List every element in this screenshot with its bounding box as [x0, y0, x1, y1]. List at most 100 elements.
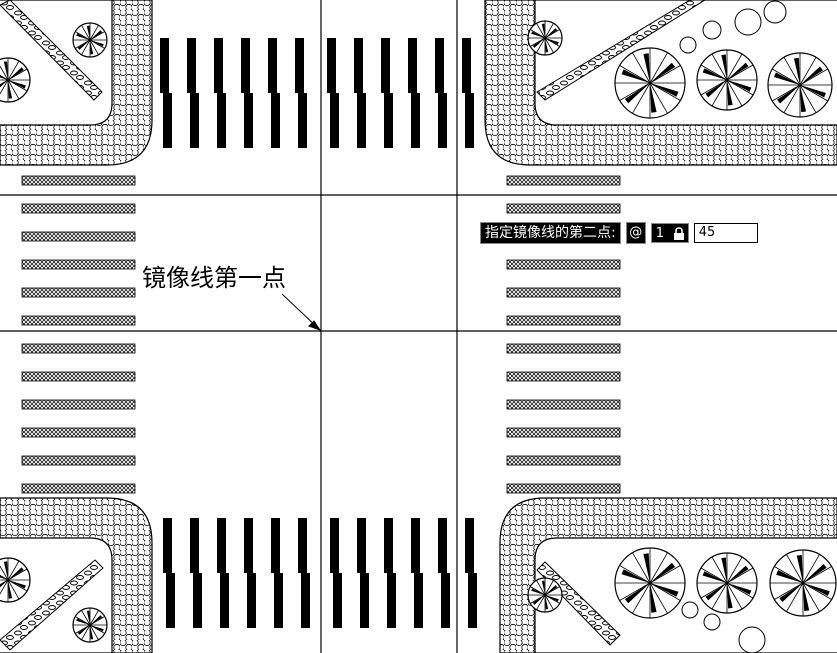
tree-icon [527, 577, 563, 613]
tree-symbols [0, 20, 837, 643]
hatched-stripe [506, 287, 621, 298]
hatched-stripe [21, 287, 136, 298]
hatched-stripe [506, 371, 621, 382]
hatched-stripe [21, 427, 136, 438]
length-input[interactable]: 1 [650, 223, 689, 243]
zebra-bar [330, 518, 339, 573]
zebra-bar [408, 38, 417, 93]
zebra-bar [438, 518, 447, 573]
zebra-bar [465, 518, 474, 573]
zebra-bar [271, 518, 280, 573]
tree-icon [72, 22, 108, 58]
zebra-bar [190, 518, 199, 573]
pebble-path-top-right [536, 0, 706, 101]
zebra-bar [411, 518, 420, 573]
zebra-bar [220, 573, 229, 628]
zebra-bar [217, 93, 226, 148]
zebra-bar [357, 518, 366, 573]
hatched-stripe [21, 455, 136, 466]
hatched-stripe [506, 427, 621, 438]
zebra-bar [411, 93, 420, 148]
zebra-bar [190, 93, 199, 148]
zebra-bar [298, 518, 307, 573]
zebra-bar [214, 38, 223, 93]
tree-icon [614, 547, 686, 619]
hatched-stripe [506, 343, 621, 354]
hatched-stripe [506, 203, 621, 214]
zebra-bar [357, 93, 366, 148]
tree-icon [696, 552, 758, 614]
zebra-bar [441, 573, 450, 628]
zebra-bar [414, 573, 423, 628]
sidewalk-bottom-right [499, 497, 837, 653]
hatched-stripe [506, 399, 621, 410]
zebra-bar [274, 573, 283, 628]
tree-icon [769, 549, 837, 617]
zebra-bar [295, 38, 304, 93]
zebra-bar [163, 518, 172, 573]
zebra-bar [384, 93, 393, 148]
crosswalk-side-stripes [21, 175, 621, 494]
hatched-stripe [506, 483, 621, 494]
hatched-stripe [506, 455, 621, 466]
hatched-stripe [506, 259, 621, 270]
zebra-bar [193, 573, 202, 628]
prompt-text: 指定镜像线的第二点: [480, 222, 621, 244]
zebra-bar [217, 518, 226, 573]
tree-icon [767, 52, 833, 118]
zebra-bar [333, 573, 342, 628]
pebble-path-top-left [0, 0, 103, 101]
hatched-stripe [506, 175, 621, 186]
hatched-stripe [506, 315, 621, 326]
zebra-bar [301, 573, 310, 628]
zebra-bar [438, 93, 447, 148]
tree-icon [614, 47, 686, 119]
leader-arrow-icon [281, 293, 322, 331]
zebra-bar [163, 93, 172, 148]
tree-icon [0, 557, 31, 603]
hatched-stripe [21, 259, 136, 270]
lock-icon[interactable] [673, 227, 685, 241]
zebra-bar [330, 93, 339, 148]
hatched-stripe [21, 371, 136, 382]
zebra-bar [298, 93, 307, 148]
zebra-bar [244, 93, 253, 148]
tree-icon [696, 49, 758, 111]
length-value: 1 [655, 226, 664, 241]
shrub-circles [679, 0, 787, 653]
zebra-bar [435, 38, 444, 93]
zebra-bar [381, 38, 390, 93]
sidewalk-top-left [0, 0, 153, 166]
zebra-bar [384, 518, 393, 573]
zebra-bar [271, 93, 280, 148]
tree-icon [72, 607, 108, 643]
zebra-bar [160, 38, 169, 93]
hatched-stripe [21, 399, 136, 410]
zebra-bar [244, 518, 253, 573]
zebra-bar [360, 573, 369, 628]
zebra-bar [468, 573, 477, 628]
zebra-bar [327, 38, 336, 93]
pebble-path-bottom-left [0, 559, 104, 651]
sidewalk-bottom-left [0, 497, 153, 653]
hatched-stripe [21, 315, 136, 326]
zebra-bar [387, 573, 396, 628]
hatched-stripe [21, 203, 136, 214]
angle-input[interactable] [693, 223, 758, 243]
sidewalk-top-right [484, 0, 837, 166]
relative-coordinate-symbol: @ [625, 222, 646, 244]
zebra-bar [354, 38, 363, 93]
zebra-bar [462, 38, 471, 93]
hatched-stripe [21, 231, 136, 242]
tree-icon [527, 20, 563, 56]
pebble-path-bottom-right [536, 561, 621, 646]
hatched-stripe [21, 483, 136, 494]
zebra-bar [268, 38, 277, 93]
dynamic-input-prompt: 指定镜像线的第二点: @ 1 [480, 222, 758, 244]
mirror-first-point-label: 镜像线第一点 [142, 264, 286, 292]
hatched-stripe [21, 175, 136, 186]
zebra-bar [247, 573, 256, 628]
zebra-crossings [160, 38, 477, 628]
